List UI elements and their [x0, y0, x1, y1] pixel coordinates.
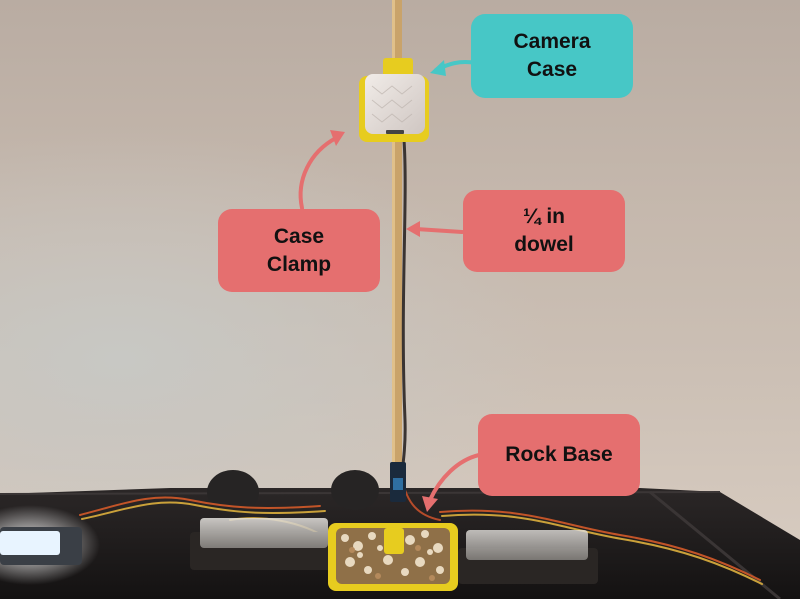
robot-wheels [207, 470, 379, 514]
case-clamp-line2: Clamp [266, 252, 332, 276]
led-device [0, 505, 100, 585]
dowel-line1: ¼ in [522, 205, 565, 228]
camera-case-line2: Case [526, 58, 578, 81]
case-clamp-line1: Case [273, 224, 325, 248]
right-pad [458, 530, 598, 584]
rock-base-callout: Rock Base [478, 414, 640, 496]
dowel-callout: ¼ in dowel [463, 190, 625, 272]
dowel-line2: dowel [514, 233, 574, 256]
left-pad [190, 518, 336, 570]
sensor-module [390, 462, 406, 502]
rock-base-label: Rock Base [505, 443, 613, 466]
rock-base [328, 523, 458, 591]
camera-case-callout: Camera Case [471, 14, 633, 98]
camera-case-assembly [359, 58, 429, 142]
case-clamp-callout: Case Clamp [218, 209, 380, 292]
camera-case-line1: Camera [513, 30, 591, 53]
